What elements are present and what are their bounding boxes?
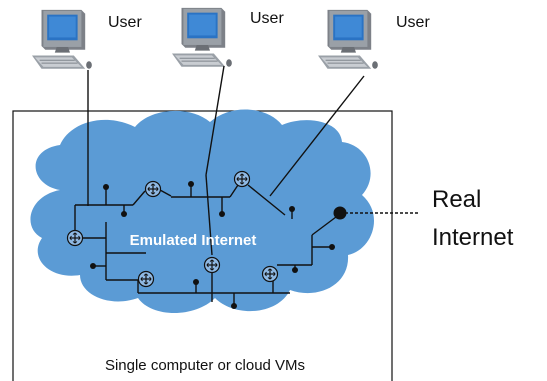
router-icon xyxy=(261,265,279,283)
computer-icon xyxy=(171,7,233,68)
real-internet-label-line1: Real xyxy=(432,186,481,213)
router-icon xyxy=(233,170,251,188)
endpoint-dot-icon xyxy=(289,206,295,212)
user-label: User xyxy=(250,10,284,27)
user-label: User xyxy=(396,14,430,31)
endpoint-dot-icon xyxy=(329,244,335,250)
computer-icon xyxy=(317,9,379,70)
endpoint-dot-icon xyxy=(121,211,127,217)
emulated-internet-cloud xyxy=(30,109,375,313)
router-icon xyxy=(66,229,84,247)
endpoint-dot-icon xyxy=(193,279,199,285)
endpoint-dot-icon xyxy=(219,211,225,217)
user-label: User xyxy=(108,14,142,31)
endpoint-dot-icon xyxy=(103,184,109,190)
container-label: Single computer or cloud VMs xyxy=(105,357,305,374)
container-box xyxy=(12,110,393,381)
endpoint-dot-icon xyxy=(90,263,96,269)
endpoint-dot-icon xyxy=(188,181,194,187)
computer-icon xyxy=(31,9,93,70)
router-icon xyxy=(137,270,155,288)
real-internet-label-line2: Internet xyxy=(432,224,514,251)
endpoint-dot-icon xyxy=(231,303,237,309)
endpoint-dot-icon xyxy=(292,267,298,273)
real-internet-gateway-dot xyxy=(333,206,347,220)
cloud-label: Emulated Internet xyxy=(130,232,257,249)
router-icon xyxy=(144,180,162,198)
endpoint-dots xyxy=(90,181,347,309)
router-icon xyxy=(203,256,221,274)
